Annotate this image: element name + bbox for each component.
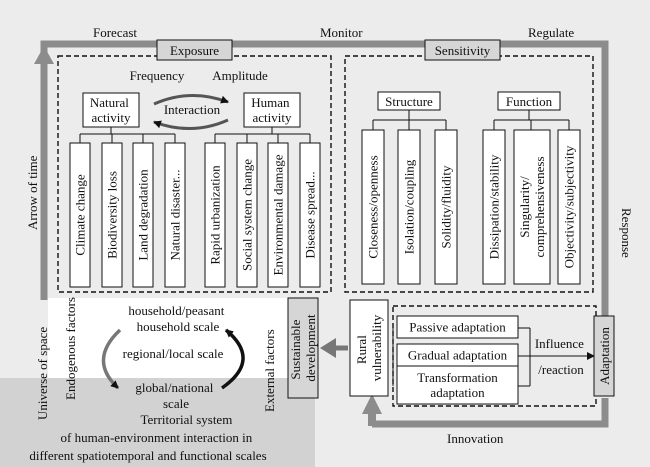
universe-of-space-label: Universe of space [35,327,50,420]
adaptation-type-box-2 [396,365,519,405]
structure-label: Structure [385,94,433,109]
adaptation-label: Adaptation [597,327,612,385]
external-factors-label: External factors [262,329,277,412]
natural-factor-boxes: Climate change Biodiversity loss Land degr… [69,142,186,288]
grey-loop-stem [368,412,376,426]
adaptation-arrows [392,327,595,387]
structure-item-box-1 [397,129,421,285]
function-item-box-2 [557,129,581,285]
influence-reaction-label: Influence /reaction [535,336,587,377]
interaction-arrow-top [153,93,229,106]
function-tree-lines [493,110,570,130]
function-label: Function [506,94,553,109]
grey-loop [40,40,609,326]
exposure-box [156,39,233,61]
adaptation-type-label-0: Passive adaptation [409,320,506,335]
natural-activity-box [82,92,140,128]
structure-tree-lines [372,110,447,130]
innovation-label: Innovation [447,431,504,446]
interaction-label: Interaction [164,102,221,117]
territorial-system-label: Territorial system of human-environment … [29,412,266,463]
human-activity-label: Human activity [251,95,293,125]
frequency-label: Frequency [130,68,185,83]
adaptation-type-box-0 [396,315,519,339]
scale-arrow-right [220,328,245,390]
grey-loop-arrowhead [362,394,382,414]
rural-vulnerability-label: Rural vulnerability [354,314,384,381]
left-arrowhead [34,46,54,64]
natural-factor-box-2 [132,142,154,288]
structure-item-label-1: Isolation/coupling [402,159,417,254]
human-factor-label-3: Disease spread... [303,171,318,258]
adaptation-box [593,315,615,397]
human-factor-box-3 [299,142,321,288]
global-scale-label: global/national scale [135,380,216,411]
human-factor-box-0 [204,142,226,288]
natural-factor-label-0: Climate change [73,174,88,255]
function-item-label-2: Objectivity/subjectivity [562,145,577,268]
function-item-box-0 [482,129,506,285]
sensitivity-box [424,39,501,61]
natural-activity-label: Natural activity [90,95,132,125]
natural-factor-label-1: Biodiversity loss [105,171,120,259]
sensitivity-title: Sensitivity [435,43,491,58]
natural-factor-box-1 [101,142,123,288]
natural-factor-label-2: Land degradation [136,169,151,261]
rural-vulnerability-box [349,299,389,397]
grey-loop-bottom [372,398,609,428]
structure-item-label-0: Closeness/openness [366,155,381,258]
function-item-label-0: Dissipation/stability [487,154,502,259]
structure-item-box-0 [361,129,385,285]
human-factor-label-0: Rapid urbanization [208,165,223,265]
regulate-label: Regulate [528,25,574,40]
structure-item-box-2 [434,129,458,285]
adaptation-type-label-1: Gradual adaptation [408,348,508,363]
human-factor-box-2 [267,142,289,288]
human-factor-label-2: Environmental damage [271,154,286,275]
natural-tree-lines [79,127,176,143]
human-factor-boxes: Rapid urbanization Social system change En… [204,142,321,288]
household-scale-label: household/peasant household scale [128,303,227,334]
sustainable-development-label: Sustainable development [288,314,318,382]
natural-factor-label-3: Natural disaster... [168,170,183,261]
response-label: Response [619,208,634,258]
human-factor-label-1: Social system change [240,159,255,271]
endogenous-factors-label: Endogenous factors [63,297,78,400]
exposure-title: Exposure [170,43,219,58]
structure-item-label-2: Solidity/fluidity [439,165,454,249]
human-factor-box-1 [236,142,258,288]
natural-factor-box-0 [69,142,91,288]
function-item-box-1 [513,129,551,285]
human-tree-lines [214,127,311,143]
forecast-label: Forecast [93,25,137,40]
amplitude-label: Amplitude [212,68,268,83]
natural-factor-box-3 [164,142,186,288]
function-item-label-1: Singularity/comprehensiveness [517,156,547,257]
regional-scale-label: regional/local scale [123,346,224,361]
arrow-of-time-label: Arrow of time [25,155,40,230]
rural-to-sustainable-arrowhead [320,338,336,358]
scale-arrow-left [101,328,122,390]
monitor-label: Monitor [320,25,363,40]
sustainable-development-box [287,297,319,399]
structure-item-boxes: Closeness/openness Isolation/coupling Soli… [361,129,458,285]
function-item-boxes: Dissipation/stability Singularity/compreh… [482,129,581,285]
territorial-shade [0,378,315,467]
human-activity-box [243,92,301,128]
interaction-arrow-bottom [153,118,229,131]
